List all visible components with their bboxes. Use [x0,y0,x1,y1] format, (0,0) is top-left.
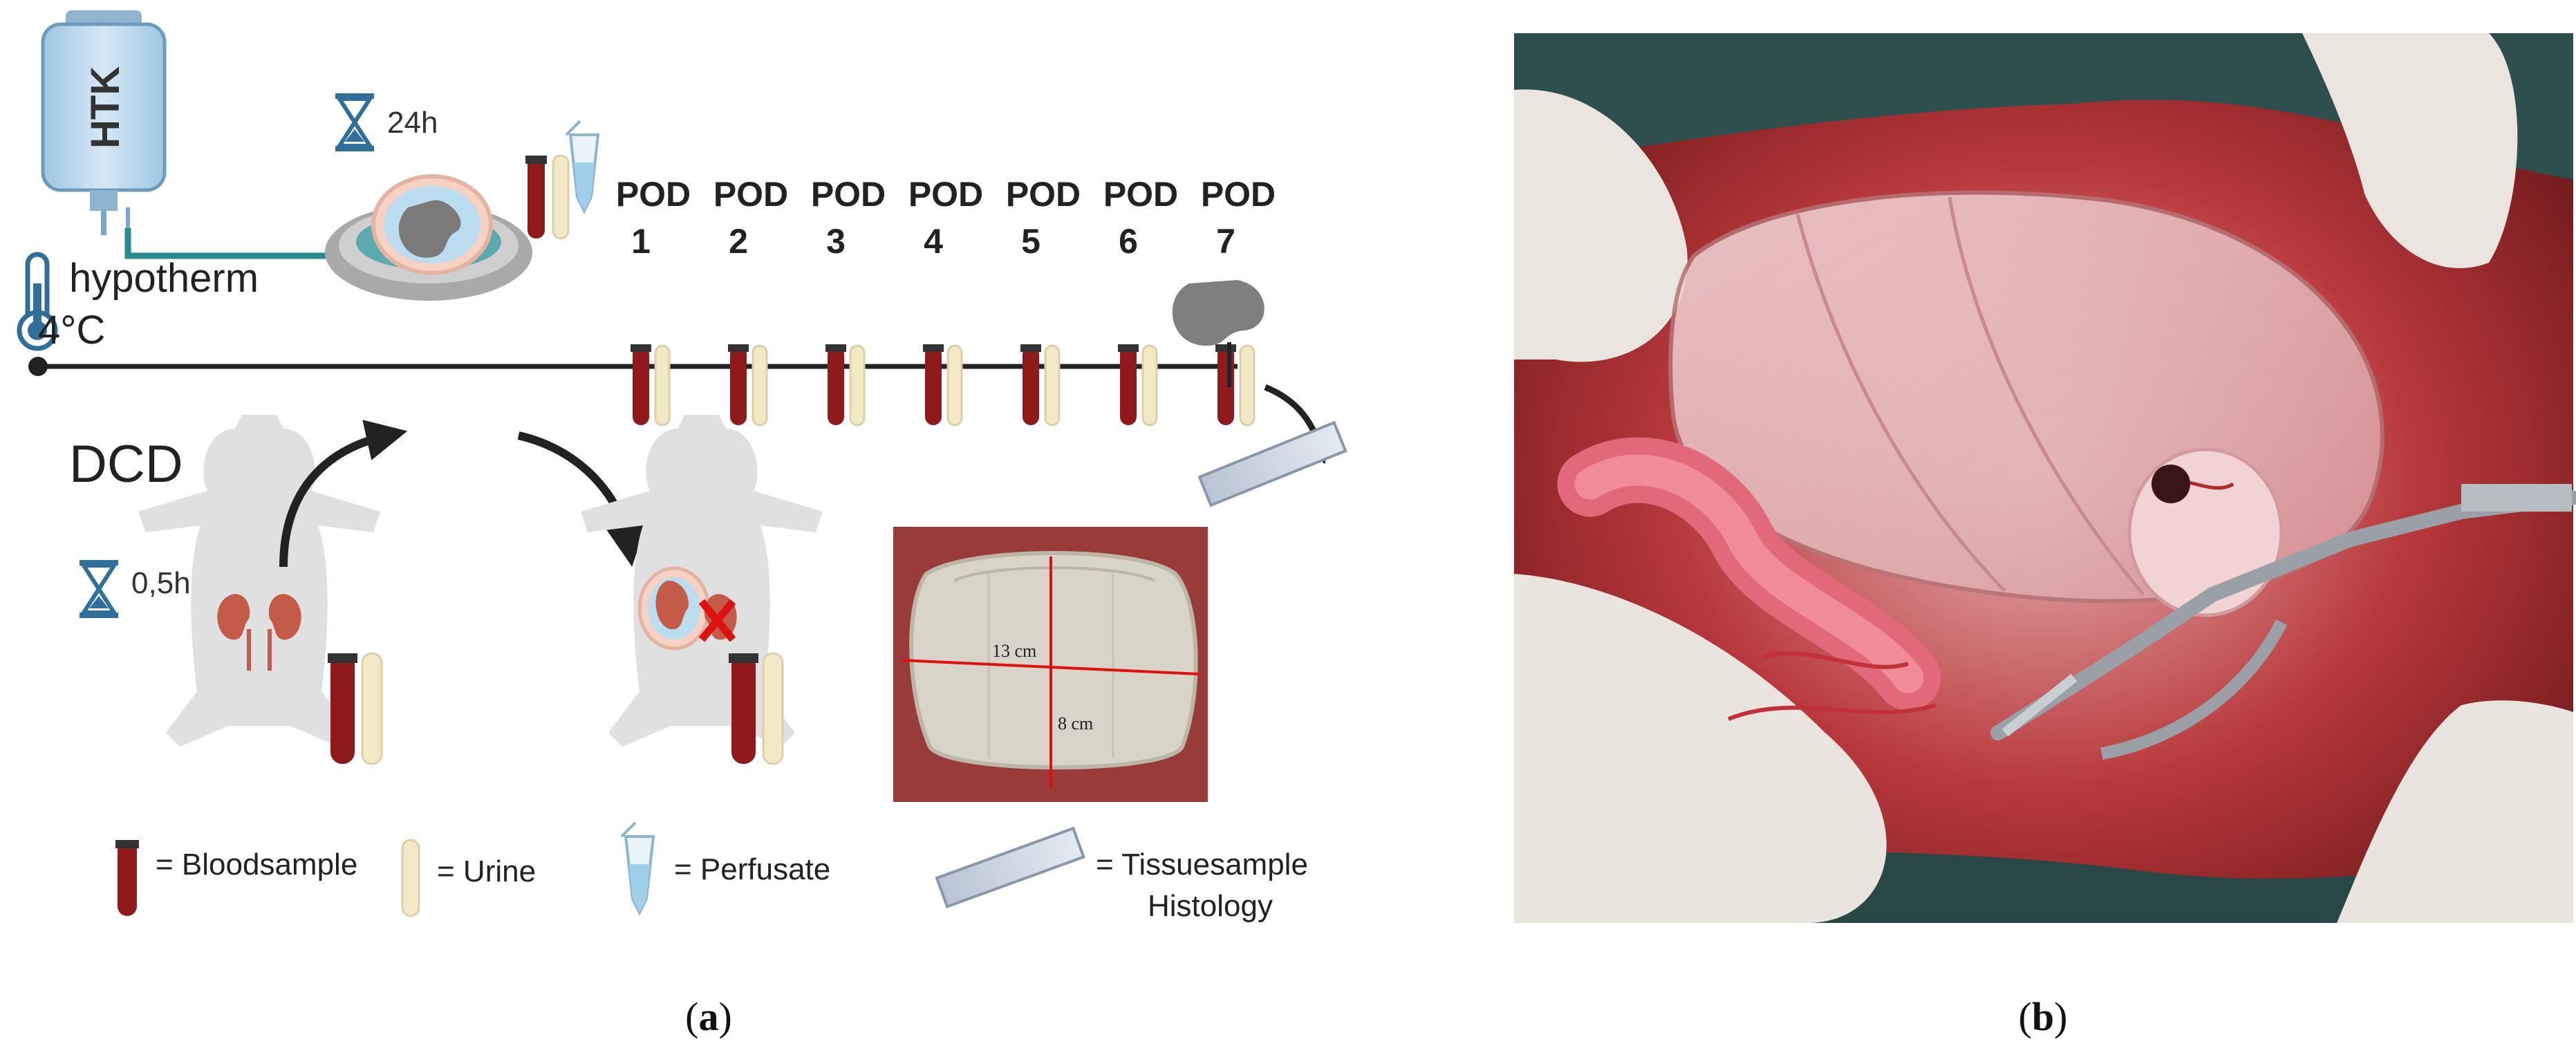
pod-tubes-6 [1118,344,1158,427]
legend-blood-label: = Bloodsample [156,848,357,881]
legend-urine-icon [401,839,420,917]
legend-perfusate-label: = Perfusate [674,852,830,886]
panel-a: HTK hypotherm 4°C 24h [17,10,1347,1039]
hypotherm-label: hypotherm [69,256,259,301]
pod-tubes-5 [1020,344,1061,427]
surgery-photo [1514,33,2576,923]
legend-tissue-label: = Tissuesample [1096,848,1308,881]
legend-blood-icon [115,840,139,916]
implant-arrow [517,431,647,567]
thermometer-icon [17,252,58,351]
htk-bag-icon [41,10,167,235]
legend-perfusate-icon [620,821,655,916]
mold-height-label: 8 cm [1058,713,1093,734]
timer-24h-label: 24h [387,106,438,140]
pod-tubes-4 [923,344,963,427]
caption-a: (a) [685,994,732,1039]
perfusate-tube-icon [565,120,600,214]
hourglass-icon [80,560,118,618]
donor-rat-icon [138,415,380,747]
dcd-label: DCD [69,435,183,494]
pod-tubes-2 [728,344,768,427]
legend-urine-label: = Urine [437,855,536,888]
caption-b: (b) [2019,994,2068,1039]
top-sample-tubes [525,154,570,240]
htk-label: HTK [83,66,128,149]
mold-width-label: 13 cm [992,641,1036,661]
mold-photo: 13 cm 8 cm [893,527,1208,802]
temperature-label: 4°C [38,308,105,353]
explant-arrow [279,420,408,568]
pod-tubes-3 [825,344,866,427]
legend-slide-icon [935,826,1085,908]
pod-tubes-1 [631,344,671,427]
panel-b: (b) [1514,33,2576,1039]
recipient-sample-tubes [729,652,784,765]
tissue-slide-icon [1197,420,1347,507]
timeline-start-dot [28,357,48,376]
recipient-rat-icon [581,415,823,747]
explanted-kidney-icon [1172,280,1264,387]
pod-tubes-7 [1215,344,1256,427]
tubing [124,228,360,259]
timer-05h-label: 0,5h [131,566,191,600]
perfusion-dish-icon [325,174,532,301]
pod-sample-tubes [631,344,1256,427]
donor-sample-tubes [328,652,383,765]
hourglass-icon [335,93,374,151]
legend: = Bloodsample = Urine = Perfusate = Tiss… [115,821,1308,923]
legend-histology-label: Histology [1148,889,1273,923]
